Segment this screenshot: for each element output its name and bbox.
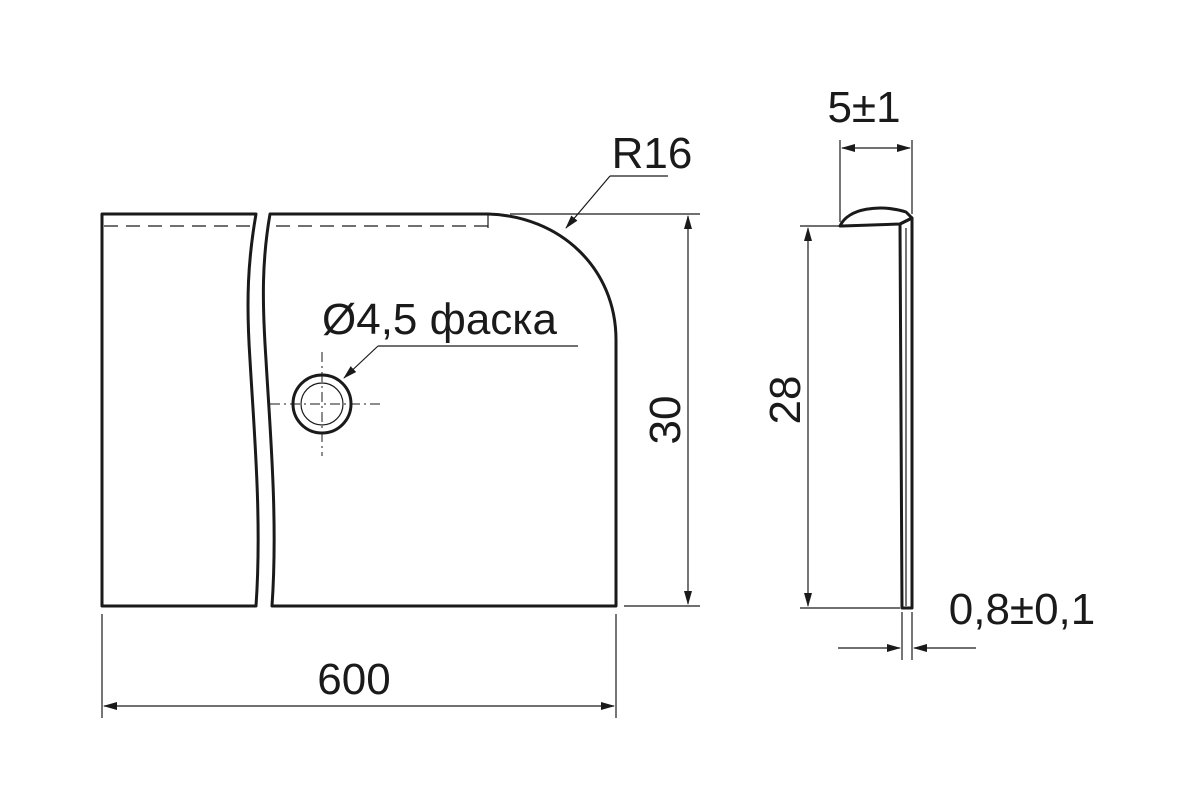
radius-label: R16 — [612, 129, 693, 178]
front-left-part-outline — [100, 212, 260, 608]
dimension-height: 30 — [510, 213, 700, 607]
radius-callout: R16 — [565, 129, 693, 229]
mounting-hole — [270, 352, 380, 456]
dimension-side-height: 28 — [761, 225, 900, 609]
thickness-label: 0,8±0,1 — [949, 585, 1095, 634]
width-dimension-label: 600 — [317, 655, 390, 704]
front-right-part-outline — [261, 212, 618, 608]
side-view — [838, 206, 914, 610]
side-height-label: 28 — [761, 376, 810, 425]
hole-callout: Ø4,5 фаска — [322, 295, 578, 379]
lip-label: 5±1 — [827, 83, 900, 132]
front-view — [100, 212, 618, 608]
side-web-outline — [898, 216, 914, 610]
height-dimension-label: 30 — [641, 396, 690, 445]
dimension-width: 600 — [101, 614, 617, 718]
dimension-lip: 5±1 — [827, 83, 913, 222]
dimension-thickness: 0,8±0,1 — [838, 585, 1095, 660]
hole-label: Ø4,5 фаска — [322, 295, 558, 344]
